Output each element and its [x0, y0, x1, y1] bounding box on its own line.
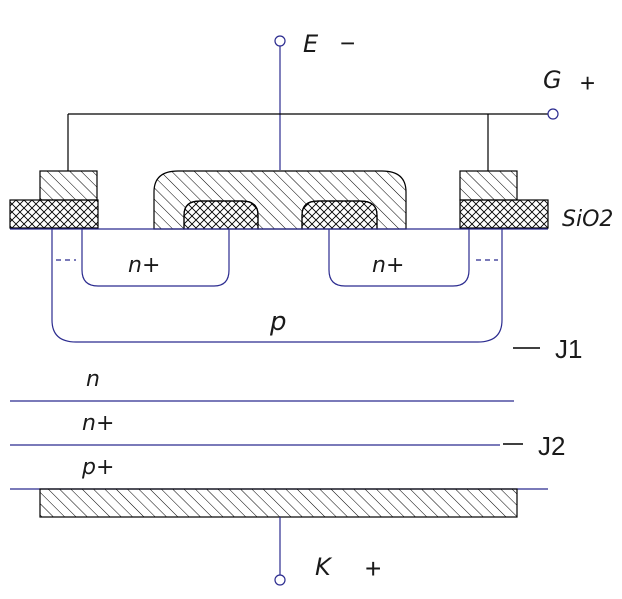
- emitter-terminal: [274, 35, 286, 170]
- collector-terminal-circle: [274, 574, 286, 586]
- gate-electrode-left: [39, 170, 98, 201]
- p-substrate-label: p+: [81, 455, 114, 480]
- oxide-layer-right: [459, 199, 549, 229]
- n-buffer-label: n+: [82, 411, 114, 436]
- gate-oxide-right: [301, 200, 378, 230]
- emitter-sign: −: [340, 28, 355, 58]
- n-plus-region-left: [81, 229, 230, 287]
- n-plus-right-label: n+: [372, 253, 404, 278]
- p-base-label: p: [269, 307, 287, 337]
- collector-metal: [39, 488, 518, 518]
- p-base-region: [51, 229, 503, 343]
- gate-label: G: [543, 66, 562, 94]
- collector-label: K: [315, 553, 333, 581]
- j2-label: J2: [538, 431, 565, 461]
- emitter-label: E: [303, 30, 319, 58]
- n-plus-left-label: n+: [128, 253, 160, 278]
- oxide-layer-left: [9, 199, 99, 229]
- j1-label: J1: [555, 334, 582, 364]
- gate-sign: +: [580, 68, 595, 98]
- gate-oxide-left: [183, 200, 259, 230]
- gate-terminal-circle: [547, 108, 559, 120]
- n-plus-region-right: [328, 229, 470, 287]
- collector-terminal: [274, 517, 286, 586]
- gate-electrode-right: [459, 170, 518, 201]
- collector-sign: +: [365, 553, 381, 584]
- oxide-label: SiO2: [562, 207, 613, 232]
- emitter-terminal-circle: [274, 35, 286, 47]
- n-drift-label: n: [86, 367, 100, 392]
- gate-wiring: [67, 108, 559, 171]
